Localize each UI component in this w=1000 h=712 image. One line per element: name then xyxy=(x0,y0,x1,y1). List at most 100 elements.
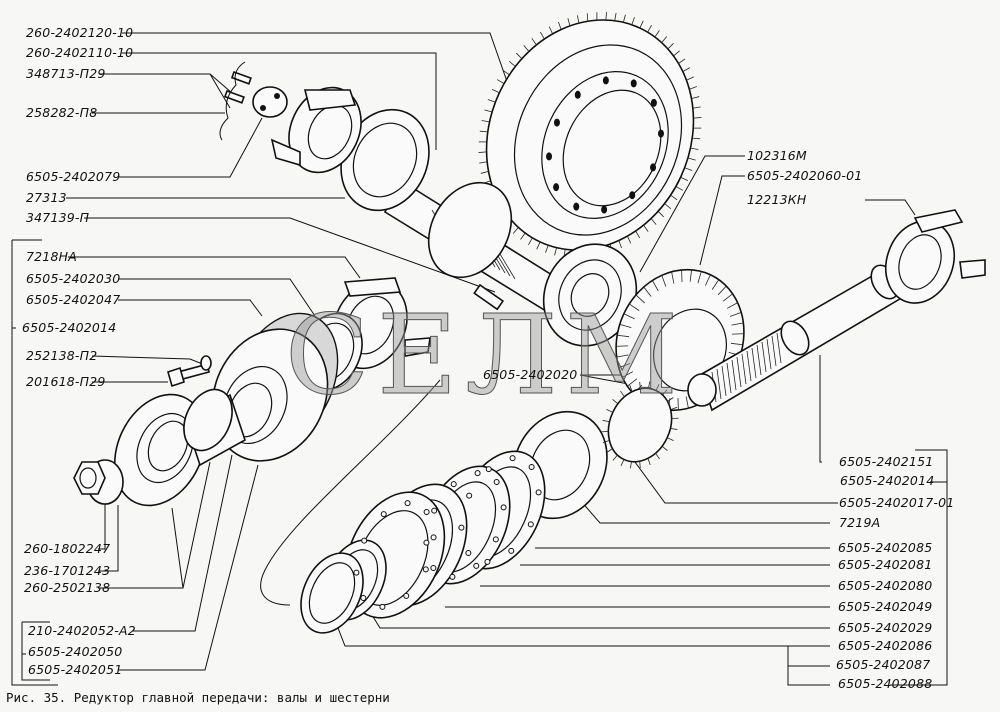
shim-hole xyxy=(353,569,360,576)
part-label: 6505-2402047 xyxy=(26,292,121,307)
gear-tooth xyxy=(605,12,607,21)
bolt-hole xyxy=(553,183,560,192)
gear-tooth xyxy=(512,227,519,234)
shim-hole xyxy=(430,564,437,571)
leader-lines-right xyxy=(260,155,948,686)
gear-tooth xyxy=(684,167,693,171)
bevel-tooth xyxy=(717,285,727,296)
part-label: 6505-2402087 xyxy=(836,657,931,672)
gear-tooth xyxy=(667,397,674,402)
bevel-tooth xyxy=(689,269,692,282)
spline-line xyxy=(776,332,782,364)
shim-bolt-holes xyxy=(353,455,542,610)
part-label: 236-1701243 xyxy=(24,563,111,578)
part-label: 260-2402110-10 xyxy=(26,45,134,60)
spline-line xyxy=(751,347,757,379)
shim-hole xyxy=(422,566,429,573)
shim-hole xyxy=(450,481,457,488)
shim-hole xyxy=(449,573,456,580)
gear-tooth xyxy=(567,18,571,27)
part-label: 6505-2402060-01 xyxy=(747,168,863,183)
bevel-tooth xyxy=(661,275,667,287)
gear-tooth xyxy=(629,384,633,392)
gear-tooth xyxy=(664,203,672,209)
part-label: 260-2502138 xyxy=(24,580,111,595)
gear-tooth xyxy=(627,235,632,244)
bevel-tooth xyxy=(616,354,629,358)
gear-tooth xyxy=(673,50,680,57)
gear-tooth xyxy=(661,445,668,451)
bolt-hole xyxy=(602,76,609,85)
part-label: 7219А xyxy=(839,515,881,530)
gear-tooth xyxy=(496,79,505,84)
gear-tooth xyxy=(480,170,489,174)
bevel-tooth xyxy=(730,342,743,346)
gear-tooth xyxy=(520,232,526,240)
gear-tooth xyxy=(680,176,689,182)
shim-hole xyxy=(508,547,515,554)
gear-tooth xyxy=(661,36,668,43)
part-label: 210-2402052-А2 xyxy=(28,623,136,638)
gear-tooth xyxy=(692,137,701,140)
shim-hole xyxy=(527,521,534,528)
gear-tooth xyxy=(691,96,700,100)
shim-hole xyxy=(431,507,438,514)
bevel-tooth xyxy=(671,271,675,284)
gear-tooth xyxy=(648,381,651,389)
housing-bolt xyxy=(167,355,212,388)
gear-tooth xyxy=(689,86,698,90)
part-label: 347139-П xyxy=(26,210,90,225)
bolt-hole xyxy=(629,191,636,200)
part-label: 6505-2402088 xyxy=(838,676,933,691)
bolt-hole xyxy=(630,79,637,88)
bevel-tooth xyxy=(652,280,659,292)
shim-hole xyxy=(484,558,491,565)
bevel-tooth xyxy=(697,271,702,284)
gear-tooth xyxy=(639,461,641,469)
shim-hole xyxy=(423,509,430,516)
shim-hole xyxy=(380,511,387,518)
bevel-gear-teeth xyxy=(616,269,744,411)
gear-tooth xyxy=(554,247,558,256)
shim-hole xyxy=(493,479,500,486)
gear-tooth xyxy=(478,151,487,153)
gear-tooth xyxy=(618,240,622,249)
part-label: 27313 xyxy=(26,190,67,205)
shim-hole xyxy=(492,536,499,543)
bevel-tooth xyxy=(629,303,640,311)
shim-hole xyxy=(360,594,367,601)
spline-line xyxy=(756,344,762,376)
gear-tooth xyxy=(620,459,625,466)
spline-line xyxy=(771,335,777,367)
crown-gear xyxy=(478,12,702,258)
bevel-tooth xyxy=(622,371,634,378)
spline-line xyxy=(736,356,742,388)
spline-line xyxy=(761,341,767,373)
bevel-tooth xyxy=(711,279,720,290)
gear-tooth xyxy=(686,76,694,81)
gear-tooth xyxy=(667,43,674,50)
gear-tooth xyxy=(545,245,549,253)
shim-hole xyxy=(458,524,465,531)
bolt-hole xyxy=(601,205,608,214)
shim-hole xyxy=(403,592,410,599)
part-label: 6505-2402029 xyxy=(838,620,933,635)
shim-hole xyxy=(474,470,481,477)
part-label: 348713-П29 xyxy=(26,66,106,81)
spline-line xyxy=(731,359,737,391)
bolt-hole xyxy=(657,129,664,138)
gear-tooth xyxy=(639,381,641,389)
gear-tooth xyxy=(487,99,496,103)
gear-tooth xyxy=(606,409,613,413)
shim-hole xyxy=(528,464,535,471)
flange-nut xyxy=(73,459,124,505)
gear-tooth xyxy=(671,417,679,420)
part-label: 6505-2402080 xyxy=(838,578,933,593)
bevel-tooth xyxy=(685,396,689,409)
gear-tooth xyxy=(692,106,701,109)
part-label: 102316М xyxy=(747,148,807,163)
gear-tooth xyxy=(682,67,690,72)
part-label: 6505-2402049 xyxy=(838,599,933,614)
part-label: 6505-2402086 xyxy=(838,638,933,653)
